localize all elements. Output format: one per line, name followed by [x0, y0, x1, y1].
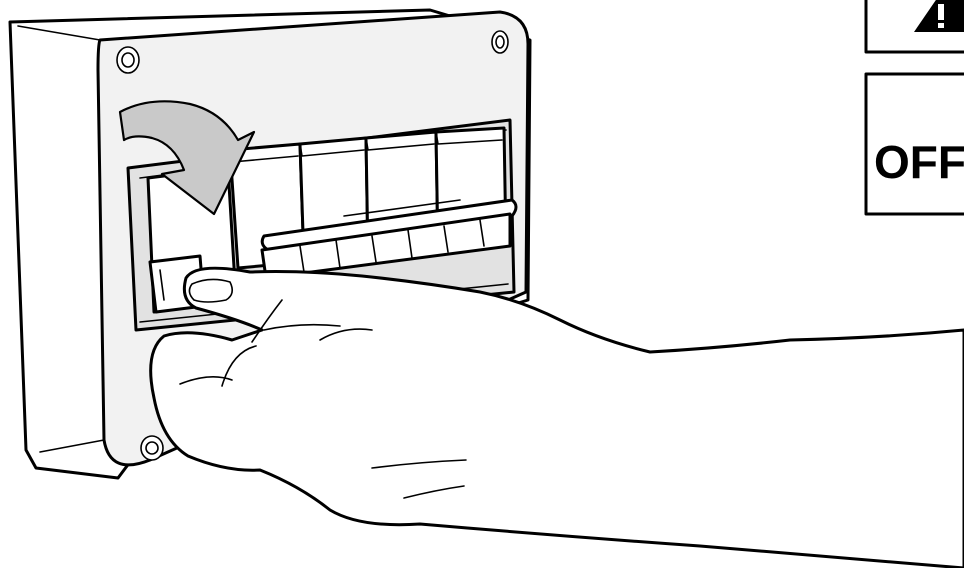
screw-top-right-icon: [492, 31, 508, 53]
hand: [151, 268, 964, 568]
screw-bottom-left-icon: [141, 436, 163, 460]
off-sign: OFF: [866, 74, 964, 214]
off-sign-label: OFF: [874, 136, 964, 188]
warning-sign: [866, 0, 964, 52]
screw-top-left-icon: [117, 47, 139, 73]
